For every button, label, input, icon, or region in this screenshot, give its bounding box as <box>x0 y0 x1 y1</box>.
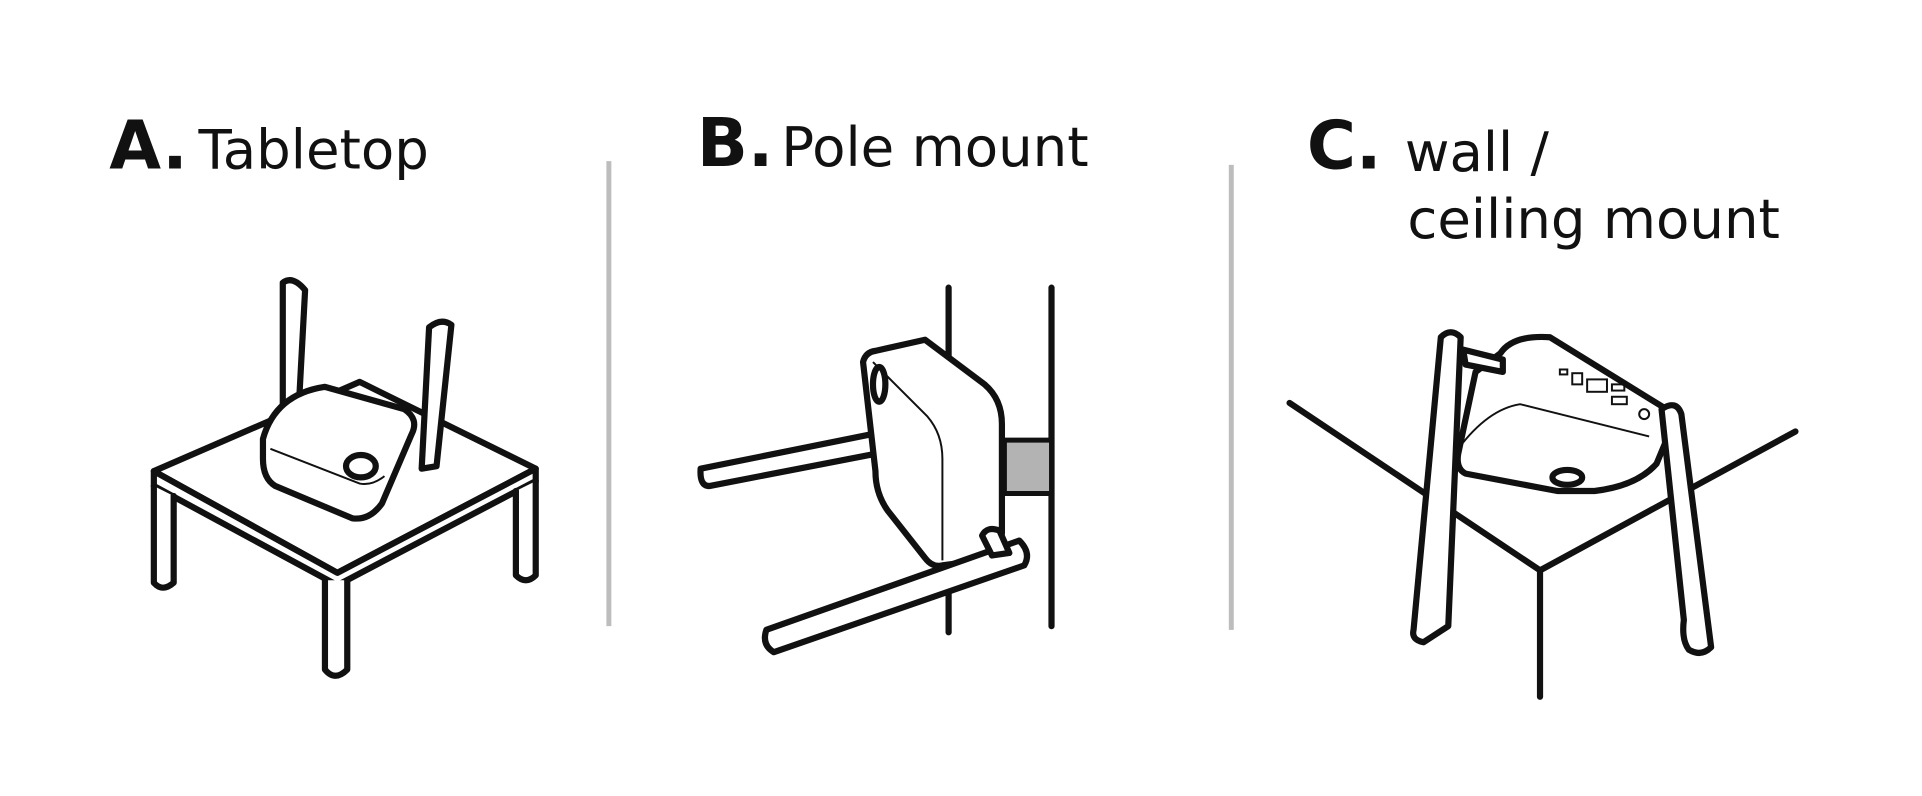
device-tabletop <box>259 277 455 522</box>
panel-b-title: Pole mount <box>781 115 1088 179</box>
device-ceiling <box>1410 329 1715 656</box>
pole-strap <box>1001 437 1054 496</box>
panel-pole-mount: B. Pole mount <box>697 104 1089 656</box>
panel-wall-ceiling-mount: C. wall / ceiling mount <box>1286 107 1799 700</box>
panel-c-title-line2: ceiling mount <box>1407 187 1780 251</box>
panel-c-letter: C. <box>1307 107 1382 185</box>
panel-a-letter: A. <box>109 107 187 185</box>
device-pole <box>697 336 1031 656</box>
panel-b-letter: B. <box>697 104 773 182</box>
wall-corner-illustration <box>1286 399 1799 700</box>
panel-a-title: Tabletop <box>197 118 428 182</box>
panel-tabletop: A. Tabletop <box>109 107 539 679</box>
panel-c-title-line1: wall / <box>1405 120 1550 184</box>
